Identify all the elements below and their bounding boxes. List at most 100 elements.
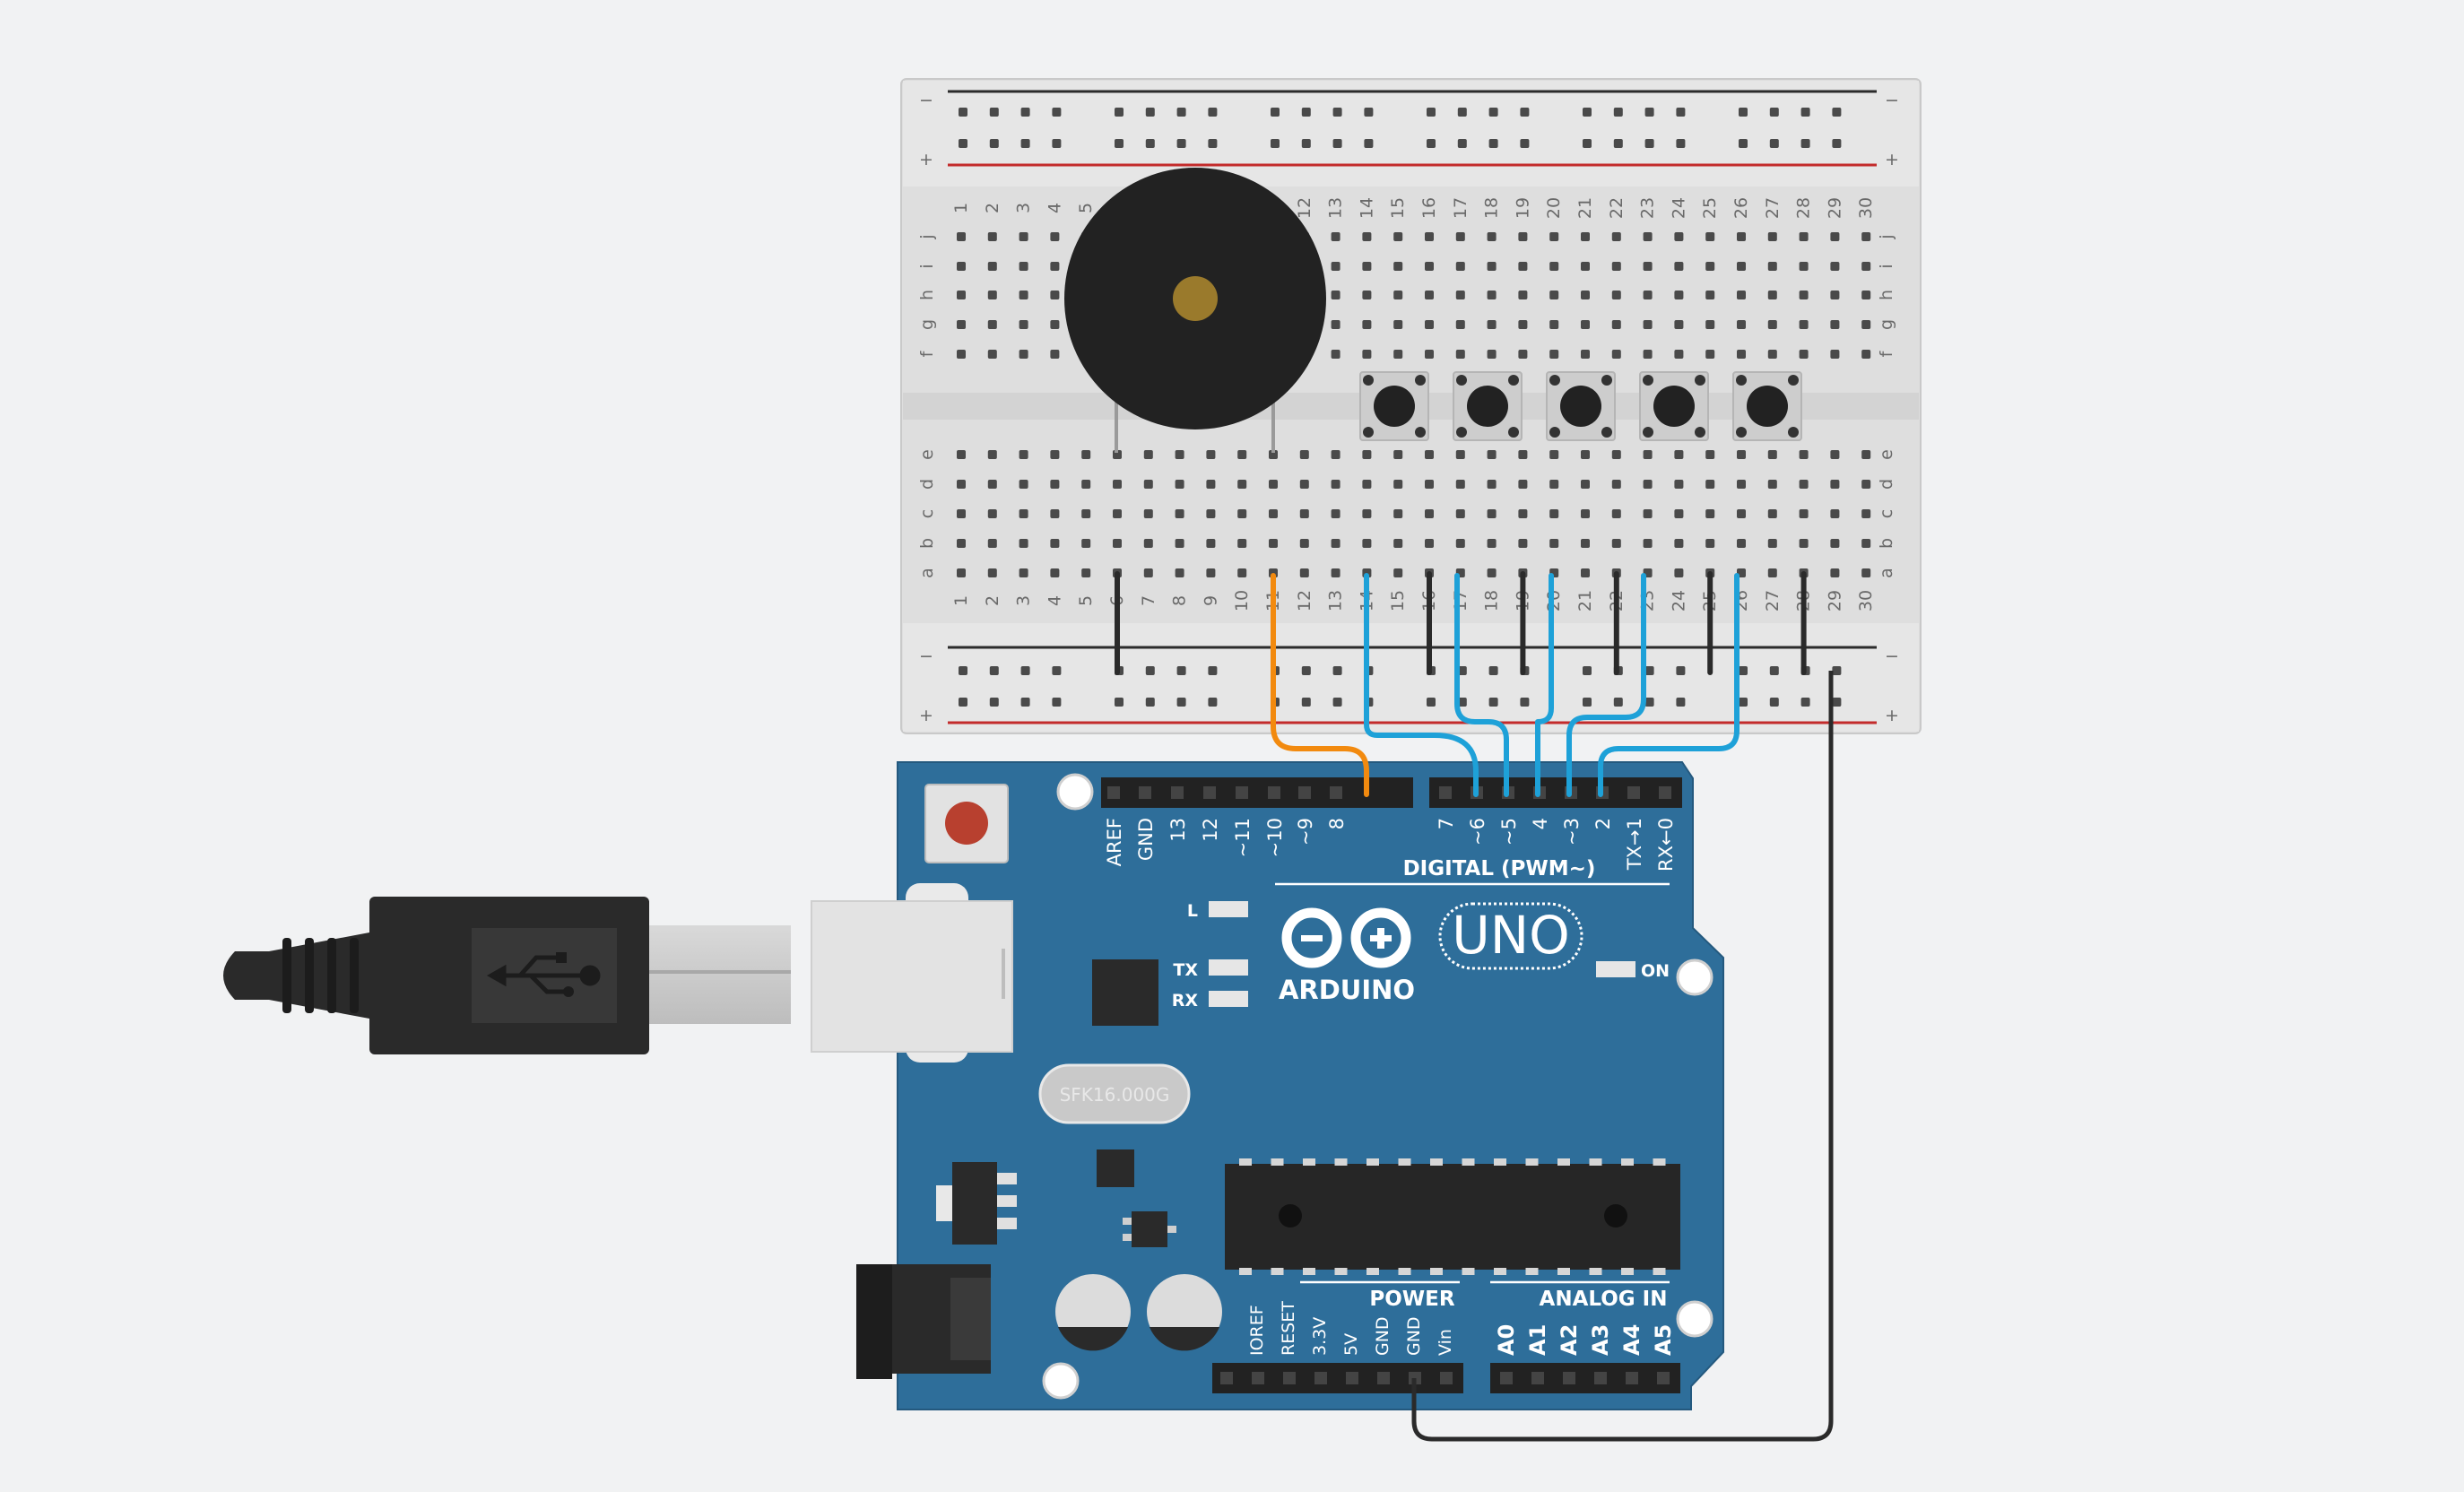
column-number: 24: [1669, 590, 1688, 612]
column-number: 4: [1045, 203, 1064, 213]
column-number: 28: [1794, 197, 1814, 219]
led-rx-label: RX: [1172, 991, 1199, 1011]
crystal-oscillator: SFK16.000G: [1038, 1063, 1191, 1124]
row-letter: j: [917, 234, 937, 239]
column-number: 12: [1295, 197, 1314, 219]
power-header-label: POWER: [1369, 1288, 1454, 1311]
led-tx-label: TX: [1173, 960, 1198, 980]
column-number: 1: [951, 203, 971, 213]
reset-button[interactable]: [924, 784, 1009, 863]
digital-pin-label: TX→1: [1624, 818, 1645, 871]
breadboard-jumper-wires[interactable]: [1115, 571, 1807, 675]
button-wire-4[interactable]: [1566, 573, 1646, 797]
row-letter: c: [1877, 509, 1896, 518]
row-letter: a: [917, 568, 937, 578]
rail-plus-label: +: [1885, 150, 1899, 169]
gnd-wire[interactable]: [1411, 671, 1834, 1442]
analog-pin-label: A5: [1651, 1324, 1676, 1356]
digital-pin-label: ~5: [1498, 818, 1520, 846]
column-number: 14: [1357, 197, 1376, 219]
voltage-regulator: [936, 1162, 1017, 1245]
button-wire-3[interactable]: [1535, 573, 1554, 797]
column-number: 3: [1014, 203, 1034, 213]
row-letter: i: [917, 264, 937, 268]
pushbutton[interactable]: [1732, 371, 1802, 441]
power-header[interactable]: [1212, 1363, 1463, 1393]
onboard-leds: L TX RX ON: [1172, 901, 1670, 1011]
digital-pin-label: 12: [1200, 818, 1221, 842]
column-number: 17: [1451, 590, 1471, 612]
column-number: 20: [1544, 197, 1564, 219]
pushbutton[interactable]: [1639, 371, 1709, 441]
buzzer-signal-wire[interactable]: [1271, 573, 1369, 797]
power-pin-label: GND: [1404, 1316, 1424, 1356]
digital-header[interactable]: [1101, 777, 1682, 808]
digital-pin-label: ~6: [1467, 818, 1488, 846]
power-pin-label: Vin: [1436, 1329, 1455, 1356]
digital-pin-label: 2: [1592, 818, 1614, 829]
digital-pin-label: ~11: [1232, 818, 1254, 857]
column-number: 27: [1763, 197, 1783, 219]
row-letter: e: [1877, 449, 1896, 460]
pushbutton[interactable]: [1453, 371, 1523, 441]
digital-header-label: DIGITAL (PWM~): [1403, 857, 1596, 880]
column-number: 13: [1326, 590, 1346, 612]
column-number: 30: [1856, 590, 1876, 612]
column-number: 29: [1825, 590, 1844, 612]
model-label: UNO: [1452, 905, 1570, 966]
analog-pin-label: A1: [1525, 1324, 1550, 1356]
row-letter: a: [1877, 568, 1896, 578]
rail-minus-label: −: [1885, 91, 1899, 110]
crystal-label: SFK16.000G: [1060, 1084, 1170, 1106]
power-pin-label: IOREF: [1247, 1305, 1267, 1356]
column-number: 12: [1295, 590, 1314, 612]
transistor-chip: [1123, 1211, 1176, 1247]
row-letter: j: [1877, 234, 1896, 239]
button-wire-5[interactable]: [1598, 573, 1740, 797]
column-number: 2: [983, 595, 1002, 606]
column-number: 21: [1575, 197, 1595, 219]
digital-pin-label: ~9: [1295, 818, 1316, 846]
column-number: 16: [1419, 197, 1439, 219]
dc-power-jack[interactable]: [856, 1264, 991, 1379]
column-number: 5: [1076, 595, 1096, 606]
usb-cable[interactable]: [223, 897, 791, 1054]
capacitors: [1055, 1274, 1222, 1351]
button-wire-1[interactable]: [1364, 573, 1479, 797]
column-number: 18: [1482, 590, 1502, 612]
column-number: 4: [1045, 595, 1064, 606]
pushbutton[interactable]: [1546, 371, 1616, 441]
row-letter: i: [1877, 264, 1896, 268]
power-pin-label: 3.3V: [1310, 1317, 1330, 1356]
row-letter: d: [1877, 479, 1896, 490]
breadboard-holes: [957, 108, 1871, 707]
usb-interface-chip: [1092, 959, 1158, 1026]
analog-pin-label: A4: [1619, 1324, 1644, 1356]
atmega-microcontroller: [1225, 1158, 1680, 1275]
digital-pin-label: RX←0: [1655, 818, 1677, 872]
row-letter: h: [1877, 290, 1896, 300]
rail-plus-label: +: [919, 706, 933, 725]
column-number: 5: [1076, 203, 1096, 213]
piezo-buzzer[interactable]: [1064, 168, 1326, 453]
column-number: 25: [1700, 197, 1720, 219]
analog-pin-label: A2: [1557, 1324, 1582, 1356]
column-number: 8: [1170, 595, 1190, 606]
digital-pin-label: AREF: [1104, 818, 1125, 866]
on-led-label: ON: [1641, 961, 1670, 981]
power-pin-label: GND: [1373, 1316, 1393, 1356]
pushbuttons[interactable]: [1359, 371, 1802, 441]
column-number: 3: [1014, 595, 1034, 606]
arduino-connection-wires[interactable]: [1271, 573, 1740, 797]
pushbutton[interactable]: [1359, 371, 1429, 441]
digital-pin-label: 7: [1436, 818, 1457, 829]
arduino-logo: ARDUINO UNO: [1279, 902, 1583, 1005]
small-chip: [1097, 1149, 1134, 1187]
usb-b-port[interactable]: [811, 883, 1013, 1063]
rail-plus-label: +: [919, 150, 933, 169]
analog-header[interactable]: [1490, 1363, 1680, 1393]
button-wire-2[interactable]: [1454, 573, 1509, 797]
column-number: 7: [1139, 595, 1158, 606]
